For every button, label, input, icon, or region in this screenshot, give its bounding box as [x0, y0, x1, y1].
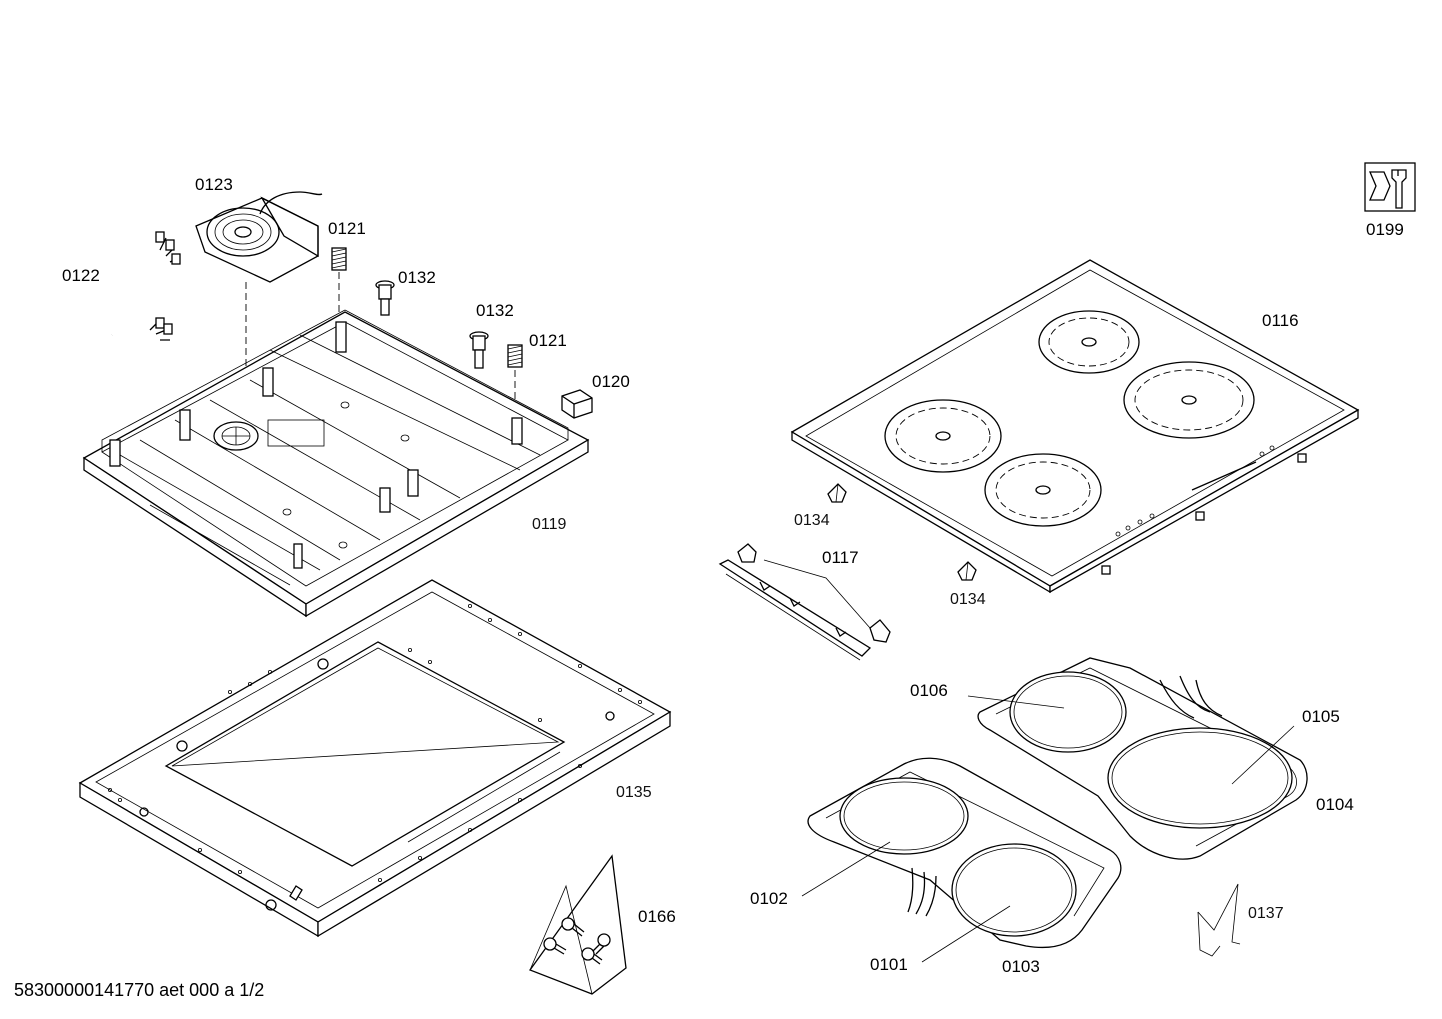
document-id: 58300000141770 aet 000 a 1/2: [14, 980, 265, 1000]
ceramic-glass-cooktop: [790, 259, 1360, 594]
pin-upper: [375, 280, 395, 316]
clip-left: [827, 483, 847, 503]
part-label-0121-lower: 0121: [529, 331, 567, 350]
wrench-nut-icon: [1364, 162, 1416, 212]
part-label-0134-right: 0134: [950, 591, 986, 608]
part-label-0101: 0101: [870, 955, 908, 974]
part-label-0120: 0120: [592, 372, 630, 391]
part-label-0122: 0122: [62, 266, 100, 285]
part-label-0166: 0166: [638, 907, 676, 926]
part-label-0102: 0102: [750, 889, 788, 908]
part-label-0117: 0117: [822, 548, 859, 567]
screw-icon-c: [543, 937, 567, 955]
part-label-0106: 0106: [910, 681, 948, 700]
fan-unit: [195, 191, 323, 283]
housing-tray: [82, 309, 590, 618]
cable-harness: [67, 231, 186, 374]
screw-icon-d: [581, 947, 603, 965]
heating-element-0105: [1107, 727, 1293, 829]
heating-element-0103: [951, 843, 1077, 937]
screw-kit-bag: [528, 854, 627, 995]
clip-right: [957, 561, 977, 581]
pin-lower: [469, 331, 489, 369]
part-label-0105: 0105: [1302, 707, 1340, 726]
part-label-0121-upper: 0121: [328, 219, 366, 238]
part-label-0199: 0199: [1366, 220, 1404, 239]
heating-plate-carrier-left: [807, 757, 1122, 949]
part-label-0123: 0123: [195, 175, 233, 194]
instruction-label: [1197, 883, 1241, 957]
heating-element-0106: [1009, 671, 1127, 753]
heating-element-0102: [839, 777, 969, 855]
screw-icon-a: [561, 917, 585, 937]
part-label-0137: 0137: [1248, 905, 1284, 922]
part-label-0132-upper: 0132: [398, 268, 436, 287]
part-label-0104: 0104: [1316, 795, 1354, 814]
cooking-zone-rear-left: [884, 399, 1002, 473]
part-label-0116: 0116: [1262, 311, 1299, 330]
spring-lower: [507, 344, 523, 368]
mounting-bracket: [718, 543, 891, 661]
spring-upper: [331, 247, 347, 271]
mounting-frame: [78, 579, 672, 938]
part-label-0103: 0103: [1002, 957, 1040, 976]
connector-block: [561, 389, 593, 419]
cooking-zone-front-right: [1123, 361, 1255, 439]
cooking-zone-front-left: [984, 453, 1102, 527]
screw-icon-b: [591, 933, 611, 955]
part-label-0132-lower: 0132: [476, 301, 514, 320]
cooking-zone-rear-right: [1038, 310, 1140, 374]
part-label-0135: 0135: [616, 784, 652, 801]
part-label-0134-left: 0134: [794, 512, 830, 529]
part-label-0119: 0119: [532, 516, 567, 533]
